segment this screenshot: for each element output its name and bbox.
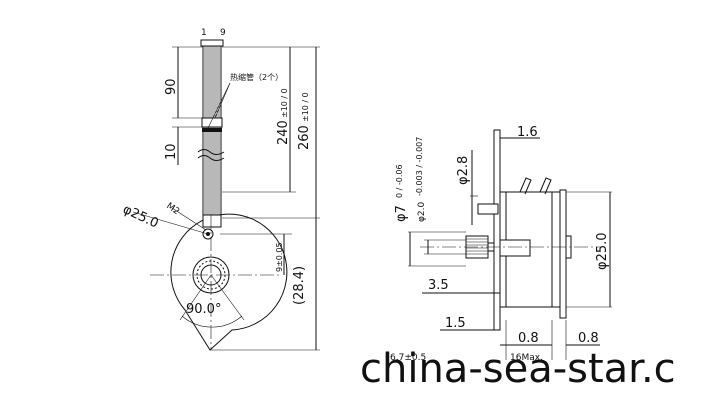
dim-90deg: 90.0° bbox=[186, 302, 221, 317]
motor-side-view bbox=[420, 129, 600, 331]
dim-d2-tolerance: -0.003 / -0.007 bbox=[415, 137, 424, 196]
dim-vertical-offset-group bbox=[210, 218, 320, 351]
dim-9: 9±0.05 bbox=[275, 242, 284, 272]
dim-lead-length-group bbox=[222, 46, 320, 219]
dim-1-5: 1.5 bbox=[445, 316, 466, 331]
dim-d7: φ7 bbox=[394, 205, 409, 222]
dim-d2-8: φ2.8 bbox=[456, 156, 471, 185]
pin-9-label: 9 bbox=[220, 28, 226, 38]
dim-260-tolerance: ±10 / 0 bbox=[301, 92, 310, 122]
dim-6-7: 6.7±0.5 bbox=[390, 353, 426, 363]
shrink-tube-leader bbox=[214, 82, 231, 119]
lead-wire-bundle bbox=[197, 39, 225, 216]
dim-260: 260 bbox=[297, 125, 312, 150]
dim-d25-side: φ25.0 bbox=[595, 232, 610, 270]
dim-0-8-b: 0.8 bbox=[578, 331, 599, 346]
dim-d7-tolerance: 0 / -0.06 bbox=[395, 164, 404, 198]
dim-90: 90 bbox=[164, 78, 179, 95]
dim-d2: φ2.0 bbox=[417, 201, 427, 222]
dim-240: 240 bbox=[276, 120, 291, 145]
m2-leader bbox=[171, 207, 207, 231]
dim-m2: M2 bbox=[164, 201, 181, 217]
watermark-text: china-sea-star.c bbox=[360, 346, 676, 392]
shrink-tube-note: 热缩管（2个） bbox=[230, 72, 283, 82]
dim-28-4: (28.4) bbox=[292, 266, 307, 305]
pin-1-label: 1 bbox=[201, 28, 207, 38]
dim-3-5: 3.5 bbox=[428, 278, 449, 293]
dim-16max: 16Max. bbox=[510, 353, 543, 363]
dim-d25-front: φ25.0 bbox=[120, 202, 160, 231]
dim-side-group bbox=[408, 134, 612, 360]
dim-10: 10 bbox=[164, 143, 179, 160]
dim-240-tolerance: ±10 / 0 bbox=[280, 88, 289, 118]
dim-0-8-a: 0.8 bbox=[518, 331, 539, 346]
dim-1-6: 1.6 bbox=[517, 125, 538, 140]
motor-front-view bbox=[150, 213, 288, 351]
dim-90-group bbox=[172, 46, 203, 165]
d25-leader bbox=[132, 211, 209, 235]
